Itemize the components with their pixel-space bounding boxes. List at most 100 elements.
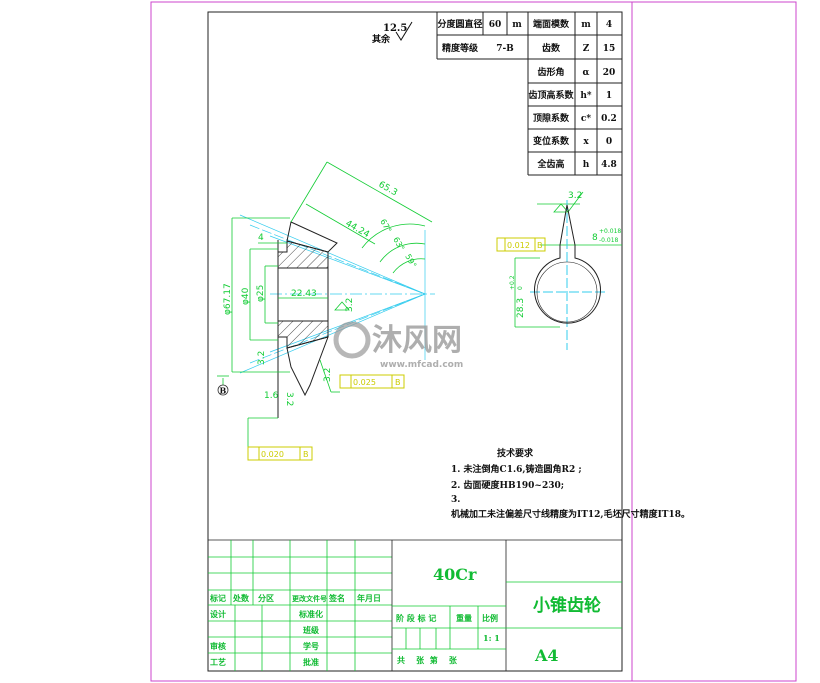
svg-text:分区: 分区 — [258, 593, 274, 603]
outer-frame — [150, 1, 797, 682]
svg-text:批准: 批准 — [303, 657, 319, 667]
svg-text:工艺: 工艺 — [210, 657, 226, 667]
svg-text:分度圆直径: 分度圆直径 — [437, 18, 482, 30]
svg-text:22.43: 22.43 — [291, 289, 317, 299]
svg-text:顶隙系数: 顶隙系数 — [533, 112, 570, 124]
svg-text:20: 20 — [603, 68, 616, 78]
svg-text:44.24: 44.24 — [344, 219, 372, 240]
svg-text:φ25: φ25 — [256, 285, 266, 302]
svg-text:沐风网: 沐风网 — [372, 323, 462, 358]
datum-circle — [217, 384, 229, 396]
svg-text:1: 1 — [606, 91, 612, 101]
svg-text:www.mfcad.com: www.mfcad.com — [380, 360, 463, 370]
title-block-text: 标记 处数 分区 更改文件号 签名 年月日 设计 审核 工艺 标准化 班级 学号… — [209, 565, 601, 667]
svg-text:标记: 标记 — [209, 593, 226, 603]
svg-text:阶 段 标 记: 阶 段 标 记 — [396, 613, 436, 623]
svg-text:齿形角: 齿形角 — [537, 66, 564, 78]
svg-text:φ67.17: φ67.17 — [223, 283, 233, 315]
gear-section-view — [239, 214, 435, 418]
svg-text:4.8: 4.8 — [601, 160, 617, 170]
svg-text:60: 60 — [489, 20, 502, 30]
dimension-lines — [217, 161, 622, 452]
tolerance-frame: 0.025 B — [339, 374, 405, 389]
svg-text:2. 齿面硬度HB190~230;: 2. 齿面硬度HB190~230; — [451, 479, 564, 491]
svg-text:学号: 学号 — [303, 641, 319, 651]
svg-text:B: B — [537, 241, 543, 250]
svg-text:重量: 重量 — [456, 613, 472, 623]
param-row: 齿形角 α 20 — [537, 66, 615, 78]
svg-text:Z: Z — [583, 44, 590, 54]
svg-text:h: h — [583, 160, 590, 170]
svg-text:m: m — [581, 20, 591, 30]
svg-text:处数: 处数 — [232, 593, 250, 603]
svg-text:3.2: 3.2 — [568, 191, 582, 201]
svg-text:共 张 第 张: 共 张 第 张 — [397, 655, 458, 665]
svg-text:+0.2: +0.2 — [509, 275, 516, 290]
tolerance-frame: 0.020 B — [247, 446, 313, 461]
svg-text:0.2: 0.2 — [601, 114, 617, 124]
svg-text:65.3: 65.3 — [377, 180, 399, 198]
svg-text:1. 未注倒角C1.6,铸造圆角R2 ;: 1. 未注倒角C1.6,铸造圆角R2 ; — [451, 463, 582, 475]
svg-text:3.: 3. — [451, 495, 460, 505]
title-block-grid — [208, 539, 622, 671]
param-row: 顶隙系数 c* 0.2 — [533, 112, 617, 124]
svg-text:7-B: 7-B — [496, 44, 514, 54]
svg-text:12.5: 12.5 — [383, 23, 407, 34]
svg-text:-0.018: -0.018 — [599, 237, 619, 244]
svg-text:0: 0 — [517, 286, 524, 290]
watermark: 沐风网 www.mfcad.com — [333, 321, 463, 370]
param-row: 变位系数 x 0 — [533, 135, 612, 147]
svg-text:B: B — [220, 386, 227, 396]
svg-text:c*: c* — [581, 114, 591, 124]
svg-text:h*: h* — [580, 91, 592, 101]
svg-text:15: 15 — [603, 44, 616, 54]
svg-text:0.025: 0.025 — [353, 378, 376, 387]
sheet-size: A4 — [534, 646, 559, 665]
tolerance-frame: 0.012 B — [496, 237, 546, 252]
svg-text:齿数: 齿数 — [542, 42, 561, 54]
svg-text:齿顶高系数: 齿顶高系数 — [528, 89, 574, 101]
part-name: 小锥齿轮 — [533, 595, 601, 616]
svg-text:更改文件号: 更改文件号 — [292, 594, 327, 603]
svg-text:B: B — [395, 378, 401, 387]
svg-text:变位系数: 变位系数 — [533, 135, 570, 147]
keyway-view: 8 +0.018 -0.018 28.3 +0.2 0 — [509, 200, 621, 350]
centerlines — [239, 214, 435, 374]
svg-text:1.6: 1.6 — [264, 391, 279, 401]
svg-text:3.2: 3.2 — [323, 368, 333, 382]
svg-text:59°: 59° — [403, 253, 418, 270]
svg-text:B: B — [303, 450, 309, 459]
svg-text:φ40: φ40 — [241, 287, 251, 305]
param-row: 全齿高 h 4.8 — [536, 158, 616, 170]
gear-parameters-table — [436, 12, 622, 176]
gear-parameters-text: 分度圆直径 60 m 端面模数 m 4 精度等级 7-B 齿数 Z 15 齿形角… — [437, 18, 616, 170]
svg-text:0.012: 0.012 — [507, 241, 530, 250]
svg-text:0: 0 — [606, 137, 612, 147]
svg-text:班级: 班级 — [303, 625, 320, 635]
param-row: 齿顶高系数 h* 1 — [528, 89, 612, 101]
svg-text:8: 8 — [592, 233, 598, 243]
svg-text:+0.018: +0.018 — [599, 228, 621, 235]
material: 40Cr — [433, 565, 477, 584]
svg-text:4: 4 — [606, 20, 612, 30]
svg-text:精度等级: 精度等级 — [442, 42, 479, 54]
svg-text:m: m — [512, 20, 522, 30]
svg-text:标准化: 标准化 — [298, 609, 323, 619]
general-roughness-symbol: 12.5 其余 — [372, 21, 413, 45]
svg-text:1: 1: 1: 1 — [483, 633, 500, 643]
svg-text:年月日: 年月日 — [357, 593, 381, 603]
svg-text:α: α — [583, 68, 590, 78]
svg-text:3.2: 3.2 — [257, 351, 267, 365]
svg-text:技术要求: 技术要求 — [497, 447, 534, 459]
svg-text:3.2: 3.2 — [284, 392, 294, 406]
svg-text:4: 4 — [258, 233, 264, 243]
svg-text:设计: 设计 — [210, 609, 226, 619]
svg-text:0.020: 0.020 — [261, 450, 284, 459]
svg-text:x: x — [583, 137, 589, 147]
svg-text:28.3: 28.3 — [516, 298, 526, 318]
svg-text:签名: 签名 — [328, 593, 345, 603]
svg-text:端面模数: 端面模数 — [533, 18, 570, 30]
svg-text:全齿高: 全齿高 — [536, 158, 564, 170]
svg-text:机械加工未注偏差尺寸线精度为IT12,毛坯尺寸精度IT18。: 机械加工未注偏差尺寸线精度为IT12,毛坯尺寸精度IT18。 — [451, 508, 690, 520]
